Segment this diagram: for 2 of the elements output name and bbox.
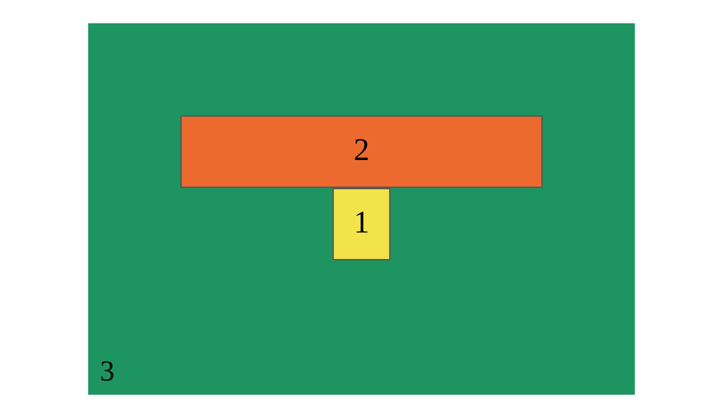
node-box: 1 xyxy=(332,188,390,260)
node-box: 2 xyxy=(180,115,542,188)
